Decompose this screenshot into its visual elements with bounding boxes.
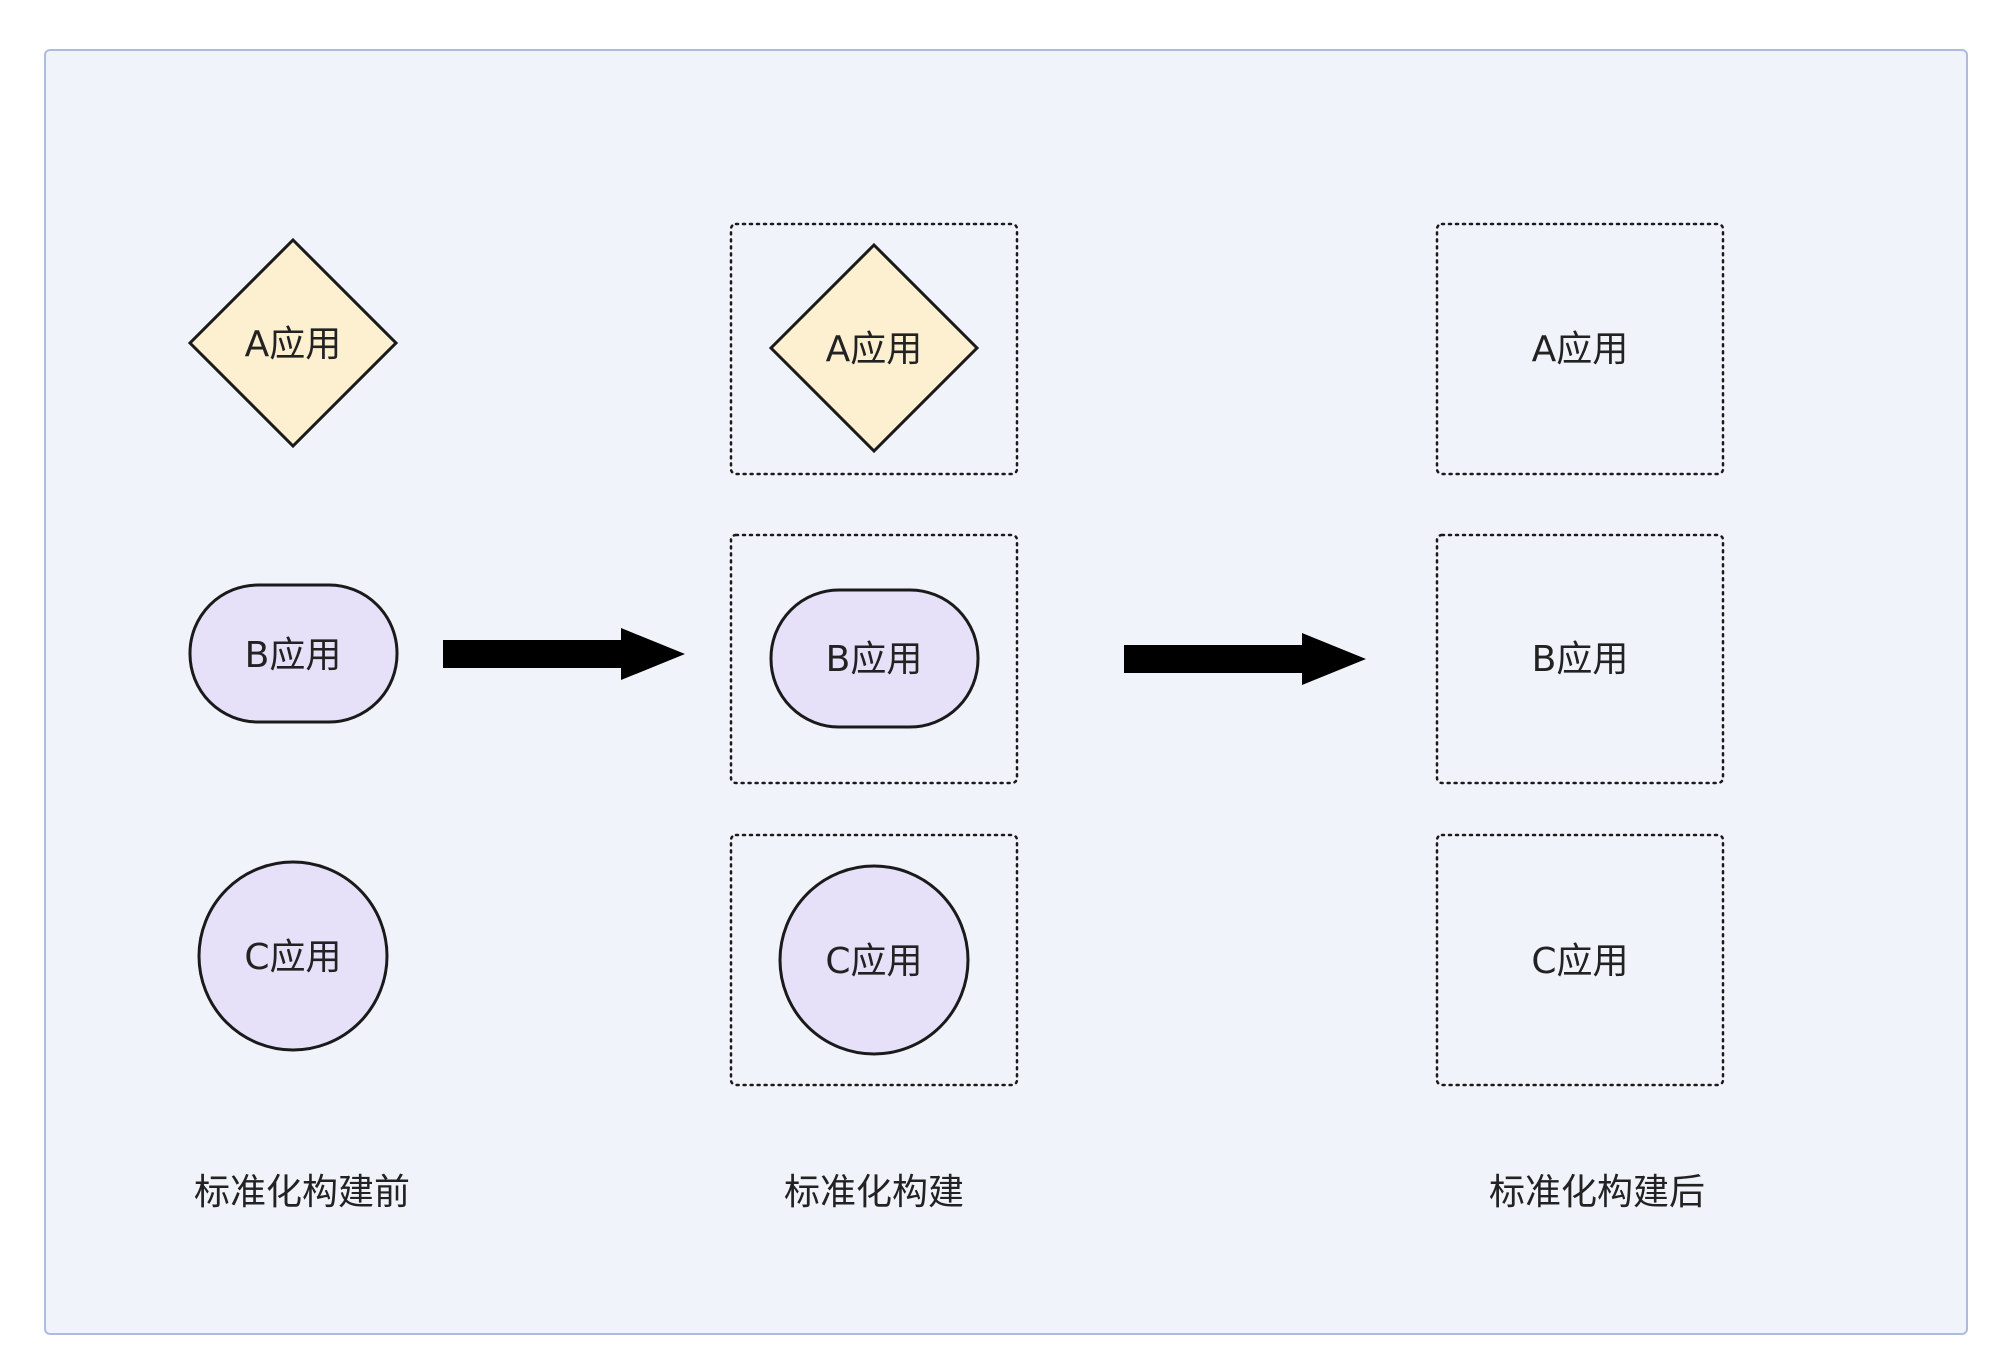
app-b-stadium (769, 588, 980, 729)
diagram-canvas (44, 49, 1968, 1335)
column-during: A应用 B应用 C应用 标准化构建 (729, 222, 1019, 1213)
app-a-label: A应用 (826, 329, 923, 370)
app-b-label: B应用 (245, 635, 342, 676)
app-c-circle (197, 860, 389, 1052)
app-a-label: A应用 (245, 324, 342, 365)
right-arrow (443, 628, 685, 680)
app-c-label: C应用 (1531, 941, 1628, 982)
app-a-diamond (187, 237, 399, 449)
app-a-diamond (768, 242, 980, 454)
caption-during: 标准化构建 (784, 1172, 964, 1213)
app-c-label: C应用 (825, 941, 922, 982)
app-b-box (1435, 533, 1725, 785)
app-b-label: B应用 (826, 639, 923, 680)
column-after: A应用 B应用 C应用 标准化构建后 (1435, 222, 1725, 1213)
caption-before: 标准化构建前 (194, 1172, 410, 1213)
app-b-stadium (188, 583, 399, 724)
app-a-label: A应用 (1532, 329, 1629, 370)
app-c-label: C应用 (244, 937, 341, 978)
app-c-circle (778, 864, 970, 1056)
right-arrow (1124, 633, 1366, 685)
app-b-label: B应用 (1532, 639, 1629, 680)
caption-after: 标准化构建后 (1489, 1172, 1705, 1213)
app-b-container (729, 533, 1019, 785)
column-before: A应用 B应用 C应用 标准化构建前 (187, 237, 410, 1213)
